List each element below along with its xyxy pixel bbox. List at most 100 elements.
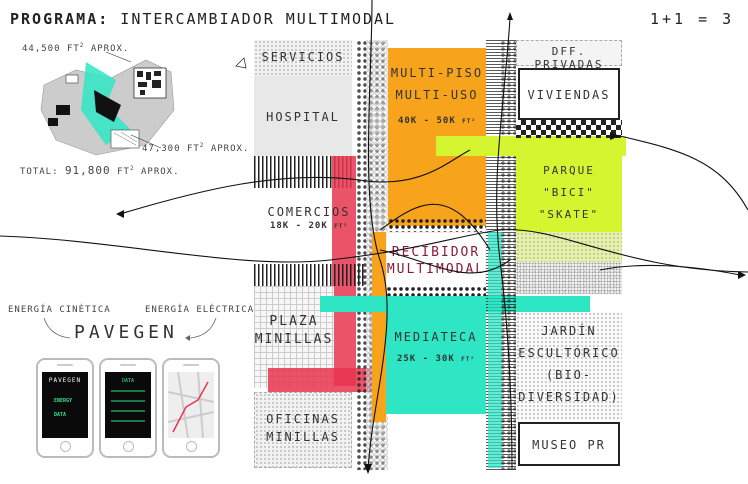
- site-unit-sup-2: 2: [199, 142, 205, 149]
- page-title: PROGRAMA: INTERCAMBIADOR MULTIMODAL: [10, 10, 396, 28]
- multipiso-unit: FT²: [462, 118, 477, 125]
- site-area-top: 44,500 FT2 APROX.: [22, 42, 129, 54]
- plaza-line1: PLAZA: [269, 314, 319, 329]
- label-jardin: JARDÍN ESCULTÓRICO (BIO- DIVERSIDAD): [516, 320, 622, 408]
- multipiso-line1: MULTI-PISO: [390, 66, 484, 80]
- jardin-line2: ESCULTÓRICO: [518, 346, 620, 360]
- label-servicios: SERVICIOS: [261, 50, 345, 64]
- parque-line2: "BICI": [543, 186, 595, 199]
- label-parque: PARQUE "BICI" "SKATE": [516, 160, 622, 226]
- jardin-line4: DIVERSIDAD): [518, 390, 620, 404]
- flow-line-1: [119, 149, 471, 215]
- block-stripe-divider-2: [254, 264, 364, 286]
- block-parque: [516, 138, 622, 236]
- arrowhead-bottom: [364, 464, 372, 474]
- parque-line1: PARQUE: [543, 164, 595, 177]
- comercios-area: 18K - 20K: [269, 221, 328, 231]
- label-museo: MUSEO PR: [532, 438, 606, 452]
- multipiso-area: 40K - 50K: [397, 116, 456, 126]
- block-mediateca: [386, 298, 486, 414]
- dots-band-top: [388, 218, 486, 232]
- site-plan-thumbnail: [40, 51, 175, 156]
- oficinas-line1: OFICINAS: [266, 412, 340, 426]
- label-oficinas: OFICINAS MINILLAS: [254, 412, 352, 448]
- multipiso-line2: MULTI-USO: [395, 88, 479, 102]
- energy-flow-arrows: [43, 317, 217, 341]
- site-aprox-2: APROX.: [210, 144, 250, 154]
- label-viviendas: VIVIENDAS: [527, 88, 611, 102]
- comercios-title: COMERCIOS: [267, 205, 351, 219]
- arrowhead-right: [738, 271, 746, 279]
- flow-line-2: [0, 229, 748, 273]
- jardin-line1: JARDÍN: [541, 324, 597, 338]
- phone2-title: DATA: [121, 378, 135, 384]
- arrowhead-top: [507, 12, 513, 20]
- label-recibidor: RECIBIDOR MULTIMODAL: [386, 244, 486, 278]
- block-museo: [518, 422, 620, 466]
- phone-screen-2: DATA: [105, 372, 151, 438]
- flow-line-5: [619, 135, 748, 211]
- site-unit-sup-3: 2: [129, 165, 135, 172]
- comercios-unit: FT²: [334, 223, 349, 230]
- block-hospital: [254, 76, 352, 156]
- energy-electric-label: ENERGÍA ELÉCTRICA: [145, 305, 255, 315]
- block-parque-fade: [516, 232, 622, 262]
- title-rest: INTERCAMBIADOR MULTIMODAL: [109, 10, 397, 28]
- site-total: TOTAL: 91,800 FT2 APROX.: [20, 164, 180, 177]
- flow-line-8: [379, 249, 511, 274]
- site-area-mid: 47,300 FT2 APROX.: [142, 142, 249, 154]
- north-arrow-icon: [235, 57, 247, 69]
- site-aprox-3: APROX.: [141, 167, 180, 177]
- block-noise-band: [516, 262, 622, 294]
- orange-band-vertical: [372, 232, 386, 422]
- flow-line-3: [367, 0, 388, 471]
- flow-line-7: [379, 203, 491, 251]
- label-multipiso: MULTI-PISO MULTI-USO 40K - 50K FT²: [388, 62, 486, 133]
- phone-mockup-2: DATA: [99, 358, 157, 458]
- flow-line-6: [599, 264, 741, 276]
- phone-mockup-3: [162, 358, 220, 458]
- recibidor-line1: RECIBIDOR: [391, 245, 481, 260]
- label-edif-privadas: DFF. PRIVADAS: [534, 45, 604, 71]
- mediateca-unit: FT²: [461, 356, 476, 363]
- block-jardin: [516, 312, 622, 420]
- phone-mockup-1: PAVEGEN ENERGY DATA: [36, 358, 94, 458]
- energy-kinetic-label: ENERGÍA CINÉTICA: [8, 305, 111, 315]
- recibidor-line2: MULTIMODAL: [386, 262, 486, 277]
- block-viviendas: [518, 68, 620, 120]
- flow-line-4: [496, 17, 513, 471]
- site-unit-sup-1: 2: [79, 42, 85, 49]
- checker-band: [516, 120, 622, 138]
- arrowhead-right-top: [610, 132, 620, 140]
- mediateca-title: MEDIATECA: [394, 330, 478, 344]
- site-total-label: TOTAL:: [20, 167, 59, 177]
- phone1-item-data: DATA: [54, 412, 67, 418]
- site-area-mid-value: 47,300: [142, 144, 181, 154]
- parque-line3: "SKATE": [538, 208, 600, 221]
- site-unit-3: FT: [117, 167, 130, 177]
- pavegen-logo-text: PAVEGEN: [74, 322, 178, 343]
- teal-band-vertical: [488, 232, 502, 468]
- phone1-title: PAVEGEN: [48, 377, 82, 384]
- phone-screen-1: PAVEGEN ENERGY DATA: [42, 372, 88, 438]
- block-oficinas: [254, 392, 352, 468]
- label-mediateca: MEDIATECA 25K - 30K FT²: [386, 330, 486, 364]
- block-edif-privadas: [516, 40, 622, 66]
- title-bold: PROGRAMA:: [10, 10, 110, 28]
- phone-screen-3-map: [167, 371, 215, 439]
- site-total-value: 91,800: [64, 164, 111, 177]
- arrowhead-left: [116, 210, 124, 218]
- site-unit-2: FT: [186, 144, 200, 154]
- oficinas-line2: MINILLAS: [266, 430, 340, 444]
- mediateca-area: 25K - 30K: [396, 354, 455, 364]
- phone1-item-energy: ENERGY: [54, 398, 73, 404]
- label-comercios: COMERCIOS 18K - 20K FT²: [254, 205, 364, 231]
- block-servicios: [254, 40, 352, 76]
- jardin-line3: (BIO-: [545, 368, 593, 382]
- formula-text: 1+1 = 3: [650, 10, 735, 28]
- map-icon: [167, 371, 215, 439]
- site-aprox-1: APROX.: [90, 44, 130, 54]
- label-hospital: HOSPITAL: [266, 110, 340, 124]
